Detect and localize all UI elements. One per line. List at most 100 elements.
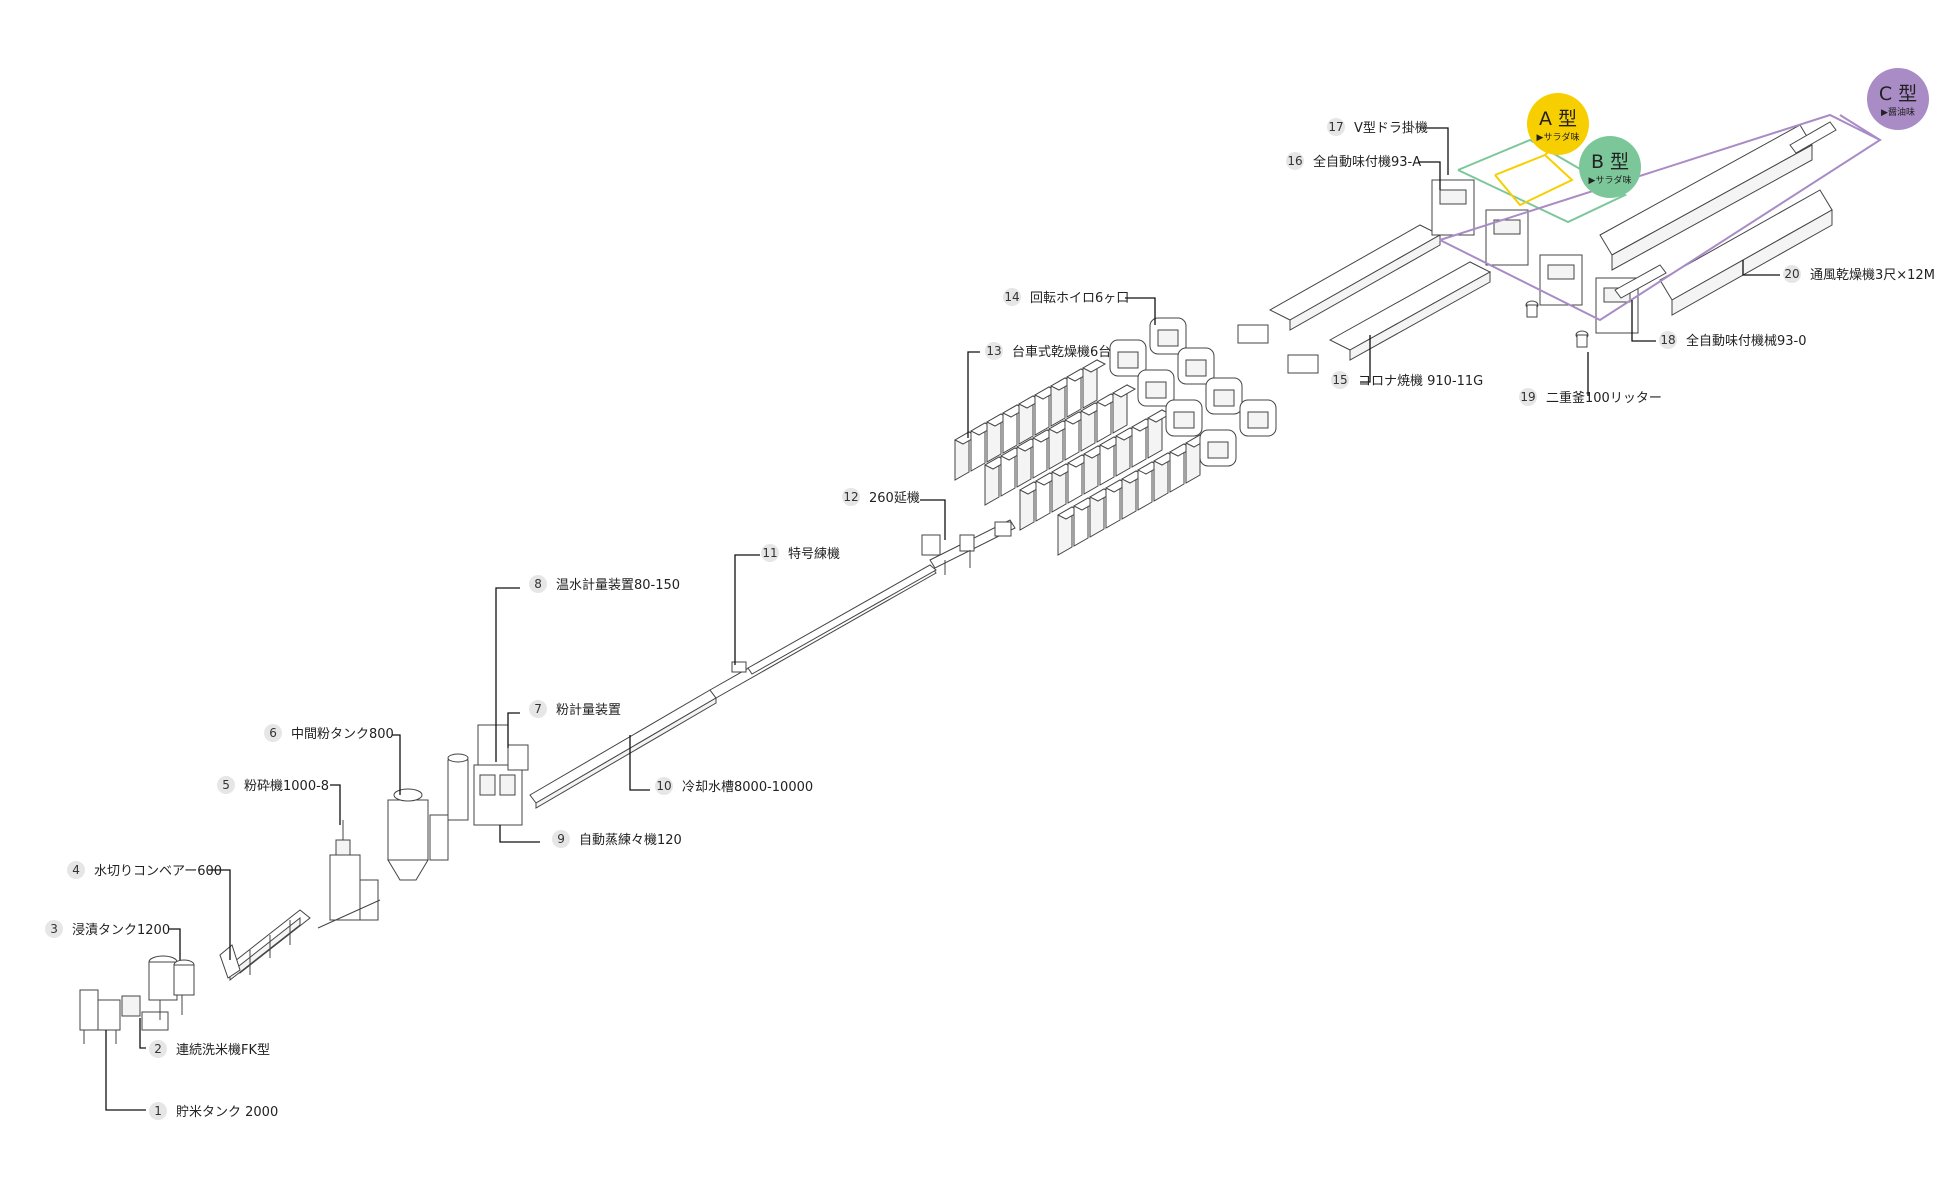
label-6: 6 中間粉タンク800: [264, 724, 394, 742]
svg-text:10: 10: [656, 779, 671, 793]
proofer-window: [1117, 351, 1139, 369]
proofer-window: [1185, 359, 1207, 377]
svg-text:18: 18: [1660, 333, 1675, 347]
label-13: 13 台車式乾燥機6台: [985, 342, 1111, 360]
crusher-machine: [317, 820, 381, 929]
label-15: 15 コロナ焼機 910-11G: [1331, 371, 1483, 389]
label-20: 20 通風乾燥機3尺×12M: [1783, 265, 1935, 283]
label-4: 4 水切りコンベアー600: [67, 861, 222, 879]
proofer-window: [1173, 411, 1195, 429]
label-1: 1 貯米タンク 2000: [149, 1102, 278, 1120]
svg-text:▶醤油味: ▶醤油味: [1881, 106, 1915, 118]
svg-text:粉計量装置: 粉計量装置: [556, 702, 621, 718]
label-2: 2 連続洗米機FK型: [149, 1040, 270, 1058]
storage-tank-machine: [79, 989, 169, 1044]
svg-text:B 型: B 型: [1591, 151, 1629, 173]
badge-b-type: B 型 ▶サラダ味: [1579, 136, 1641, 198]
proofer-window: [1213, 389, 1235, 407]
label-8: 8 温水計量装置80-150: [529, 575, 680, 593]
label-10: 10 冷却水槽8000-10000: [655, 777, 813, 795]
svg-text:260延機: 260延機: [869, 491, 920, 506]
proofer-window: [1157, 329, 1179, 347]
cooling-tank-line: [529, 689, 717, 809]
callout-labels: 1 貯米タンク 2000 2 連続洗米機FK型 3 浸漬タンク1200 4 水切…: [45, 118, 1935, 1120]
label-5: 5 粉砕機1000-8: [217, 776, 329, 794]
svg-text:16: 16: [1287, 154, 1302, 168]
dryer-cart-top: [1111, 384, 1137, 398]
intermediate-tank-machine: [387, 753, 469, 881]
draining-conveyor-machine: [219, 909, 311, 982]
svg-text:浸漬タンク1200: 浸漬タンク1200: [72, 923, 170, 938]
label-9: 9 自動蒸練々機120: [552, 830, 682, 848]
svg-text:4: 4: [72, 863, 80, 877]
svg-text:7: 7: [534, 702, 542, 716]
kneader-trough-line: [709, 564, 937, 699]
svg-text:水切りコンベアー600: 水切りコンベアー600: [94, 864, 222, 879]
svg-text:20: 20: [1784, 267, 1799, 281]
svg-text:V型ドラ掛機: V型ドラ掛機: [1354, 121, 1428, 136]
svg-text:温水計量装置80-150: 温水計量装置80-150: [556, 577, 680, 593]
label-7: 7 粉計量装置: [529, 700, 621, 718]
svg-text:6: 6: [269, 726, 277, 740]
svg-text:自動蒸練々機120: 自動蒸練々機120: [579, 833, 682, 848]
proofer-window: [1247, 411, 1269, 429]
svg-text:13: 13: [986, 344, 1001, 358]
dryer-cart-top: [1081, 359, 1107, 373]
svg-text:3: 3: [50, 922, 58, 936]
svg-text:1: 1: [154, 1104, 162, 1118]
svg-text:貯米タンク 2000: 貯米タンク 2000: [176, 1105, 278, 1120]
svg-text:2: 2: [154, 1042, 162, 1056]
proofer-window: [1207, 441, 1229, 459]
svg-text:8: 8: [534, 577, 542, 591]
label-19: 19 二重釜100リッター: [1519, 388, 1662, 406]
label-17: 17 V型ドラ掛機: [1327, 118, 1428, 136]
badge-a-type: A 型 ▶サラダ味: [1527, 93, 1589, 155]
svg-text:中間粉タンク800: 中間粉タンク800: [291, 727, 394, 742]
a-type-flow-line: [1494, 153, 1574, 207]
svg-text:5: 5: [222, 778, 230, 792]
svg-text:コロナ焼機 910-11G: コロナ焼機 910-11G: [1358, 374, 1483, 389]
label-14: 14 回転ホイロ6ヶ口: [1003, 288, 1129, 306]
svg-text:台車式乾燥機6台: 台車式乾燥機6台: [1012, 345, 1111, 360]
extruder-machine: [921, 519, 1016, 575]
cart-dryer-machines: [953, 359, 1210, 556]
svg-text:回転ホイロ6ヶ口: 回転ホイロ6ヶ口: [1030, 291, 1129, 306]
ventilated-dryer-lines: [1599, 121, 1837, 316]
svg-text:粉砕機1000-8: 粉砕機1000-8: [244, 779, 329, 794]
svg-text:▶サラダ味: ▶サラダ味: [1589, 174, 1632, 186]
label-3: 3 浸漬タンク1200: [45, 920, 170, 938]
flow-lines: [1439, 113, 1883, 322]
corona-baking-lines: [1237, 224, 1492, 374]
svg-text:冷却水槽8000-10000: 冷却水槽8000-10000: [682, 780, 813, 795]
svg-text:15: 15: [1332, 373, 1347, 387]
svg-text:9: 9: [557, 832, 565, 846]
machine-illustrations: [79, 121, 1837, 1044]
steam-kneader-machine: [473, 724, 529, 826]
b-type-flow-line: [1457, 138, 1628, 224]
double-kettle-machines: [1525, 300, 1589, 348]
svg-text:二重釜100リッター: 二重釜100リッター: [1546, 390, 1662, 406]
svg-text:11: 11: [762, 546, 777, 560]
rotating-proofer-machines: [1109, 317, 1277, 467]
proofer-window: [1145, 381, 1167, 399]
svg-text:通風乾燥機3尺×12M: 通風乾燥機3尺×12M: [1810, 268, 1935, 283]
leader-lines: [105, 127, 1780, 1111]
svg-text:▶サラダ味: ▶サラダ味: [1537, 131, 1580, 143]
label-11: 11 特号練機: [761, 544, 840, 562]
svg-text:C 型: C 型: [1879, 83, 1917, 105]
label-16: 16 全自動味付機93-A: [1286, 152, 1421, 170]
svg-text:17: 17: [1328, 120, 1343, 134]
svg-text:A 型: A 型: [1539, 108, 1577, 130]
label-12: 12 260延機: [842, 488, 920, 506]
svg-text:全自動味付機械93-0: 全自動味付機械93-0: [1686, 333, 1807, 349]
svg-text:19: 19: [1520, 390, 1535, 404]
label-18: 18 全自動味付機械93-0: [1659, 331, 1807, 349]
type-badges: A 型 ▶サラダ味 B 型 ▶サラダ味 C 型 ▶醤油味: [1527, 68, 1929, 198]
svg-text:全自動味付機93-A: 全自動味付機93-A: [1313, 154, 1421, 170]
svg-text:12: 12: [843, 490, 858, 504]
soaking-tank-machine: [148, 955, 195, 1020]
svg-text:連続洗米機FK型: 連続洗米機FK型: [176, 1043, 270, 1058]
badge-c-type: C 型 ▶醤油味: [1867, 68, 1929, 130]
svg-text:特号練機: 特号練機: [788, 547, 840, 562]
